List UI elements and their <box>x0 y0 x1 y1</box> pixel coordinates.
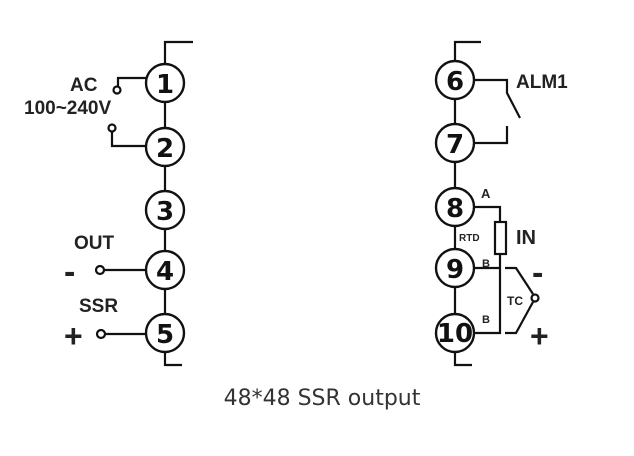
minus-left-label: - <box>64 253 75 291</box>
terminal-10: 10 <box>434 312 476 354</box>
a-label: A <box>481 186 491 201</box>
voltage-label: 100~240V <box>24 98 111 119</box>
ac-terminal-dot <box>107 123 117 133</box>
svg-text:2: 2 <box>156 134 174 164</box>
b-label-10: B <box>482 314 490 326</box>
terminal-8: 8 <box>434 186 476 228</box>
svg-text:7: 7 <box>446 130 464 160</box>
rtd-resistor <box>493 220 508 256</box>
ac-label: AC <box>70 75 98 96</box>
terminal-7: 7 <box>434 122 476 164</box>
alarm-label: ALM1 <box>516 72 568 93</box>
svg-text:10: 10 <box>437 319 473 349</box>
right-terminal-block: 6 7 8 9 10 ALM1 A RTD IN B B TC - + <box>434 40 568 367</box>
out-label: OUT <box>74 233 115 254</box>
svg-text:5: 5 <box>156 320 174 350</box>
svg-text:4: 4 <box>156 257 174 287</box>
terminal-3: 3 <box>144 189 186 231</box>
ssr-label: SSR <box>79 296 118 317</box>
diagram-caption: 48*48 SSR output <box>224 386 421 411</box>
svg-text:1: 1 <box>156 70 174 100</box>
terminal-6: 6 <box>434 59 476 101</box>
plus-right-label: + <box>530 318 549 354</box>
ssr-plus-dot <box>95 328 107 340</box>
svg-text:8: 8 <box>446 194 464 224</box>
ssr-minus-dot <box>94 264 106 276</box>
terminal-1: 1 <box>144 62 186 104</box>
terminal-2: 2 <box>144 126 186 168</box>
rtd-label: RTD <box>459 233 480 244</box>
svg-text:6: 6 <box>446 67 464 97</box>
tc-label: TC <box>507 294 523 308</box>
left-terminal-block: 1 2 3 4 5 AC 100~240V OUT - SSR + <box>24 40 193 367</box>
svg-text:3: 3 <box>156 197 174 227</box>
ac-terminal-dot <box>112 85 122 95</box>
terminal-9: 9 <box>434 247 476 289</box>
plus-left-label: + <box>64 318 83 354</box>
svg-text:9: 9 <box>446 255 464 285</box>
minus-right-label: - <box>532 254 543 292</box>
tc-junction <box>530 293 540 303</box>
terminal-5: 5 <box>144 312 186 354</box>
in-label: IN <box>516 227 536 249</box>
terminal-4: 4 <box>144 249 186 291</box>
b-label-9: B <box>482 258 490 270</box>
